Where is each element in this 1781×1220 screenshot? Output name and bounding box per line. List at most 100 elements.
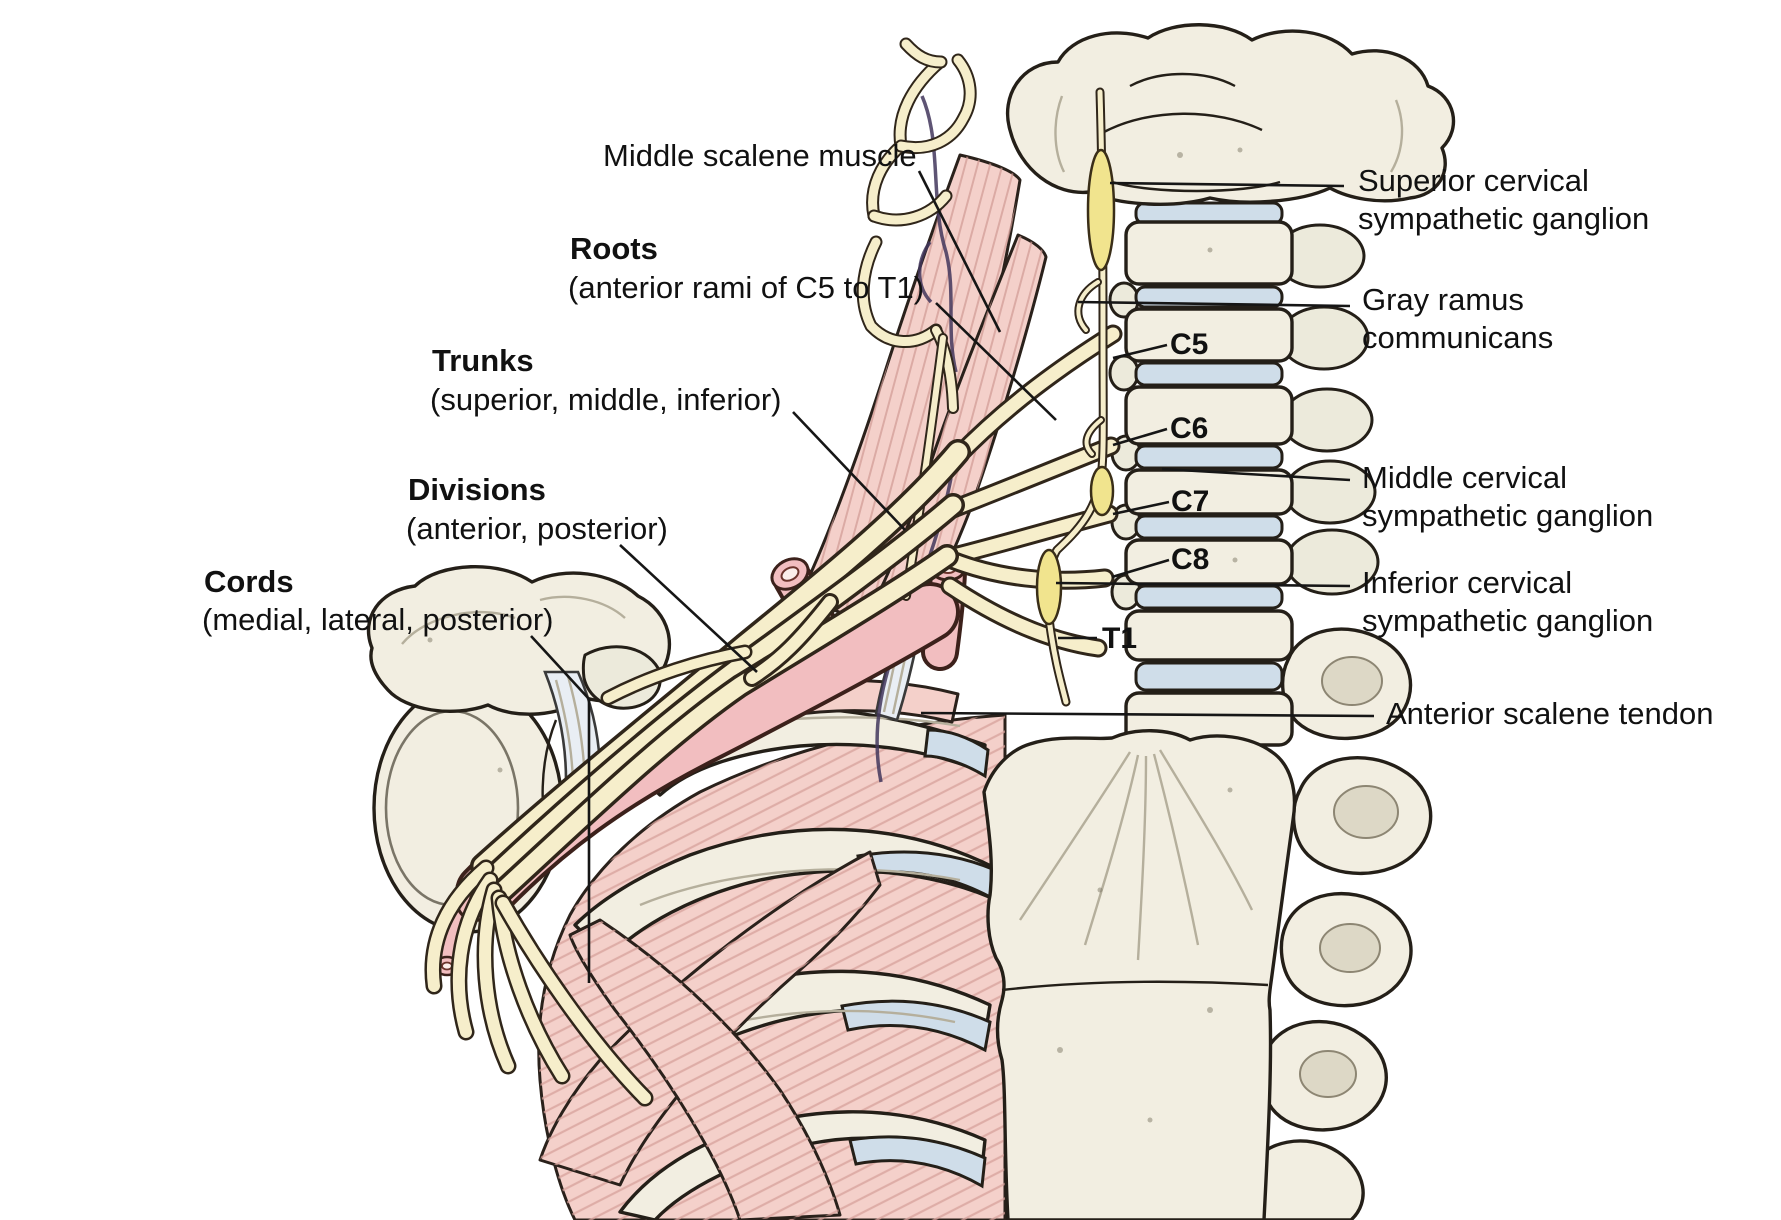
vertebra-body-c6 xyxy=(1124,385,1294,446)
intervertebral-disc xyxy=(1134,661,1284,692)
leader-gray-ramus xyxy=(1077,300,1351,308)
label-middle-ganglion-line2: sympathetic ganglion xyxy=(1362,498,1653,533)
bone-detail xyxy=(539,595,626,619)
label-divisions-title: Divisions xyxy=(408,472,546,507)
superior-cervical-ganglion xyxy=(1086,148,1116,272)
costal-cartilage-4 xyxy=(848,1135,987,1189)
bone-streak xyxy=(1083,754,1140,946)
label-superior-ganglion-line1: Superior cervical xyxy=(1358,163,1589,198)
bone-speckle xyxy=(427,637,433,643)
plexus-bundle-middle xyxy=(480,496,962,889)
label-inferior-ganglion-line2: sympathetic ganglion xyxy=(1362,603,1653,638)
intervertebral-disc xyxy=(1134,361,1284,387)
bone-detail xyxy=(1129,72,1236,88)
nerve-root-c5 xyxy=(949,327,1120,465)
label-vertebra-c7: C7 xyxy=(1171,485,1209,518)
bone-speckle xyxy=(1197,417,1203,423)
artery-lumen xyxy=(780,566,800,582)
rib-stub-cut-face xyxy=(1333,785,1399,839)
bone-speckle xyxy=(497,767,503,773)
vertebral-column xyxy=(1005,23,1456,747)
leader-middle-scalene xyxy=(917,170,1002,333)
bone-speckle xyxy=(1207,1007,1213,1013)
rib-stub-cut-face xyxy=(1321,656,1383,706)
label-gray-ramus-line1: Gray ramus xyxy=(1362,282,1524,317)
rib-detail xyxy=(639,868,961,907)
bone-detail xyxy=(1389,99,1404,173)
nerve-root-c8 xyxy=(945,553,1112,587)
intervertebral-disc xyxy=(1134,285,1284,309)
label-vertebra-c8: C8 xyxy=(1171,543,1209,576)
leader-superior-ganglion xyxy=(1109,181,1345,188)
atlas-axis-complex xyxy=(1005,23,1456,206)
bone-streak xyxy=(1152,753,1200,946)
phrenic-nerve xyxy=(903,335,946,599)
bone-detail xyxy=(1054,95,1066,173)
label-anterior-scalene-tendon: Anterior scalene tendon xyxy=(1386,696,1713,731)
label-middle-scalene-muscle: Middle scalene muscle xyxy=(603,138,917,173)
terminal-branch xyxy=(493,892,568,1082)
label-gray-ramus-line2: communicans xyxy=(1362,320,1553,355)
bone-speckle xyxy=(1177,152,1183,158)
rib-stub-cut-face xyxy=(1319,923,1381,973)
vertebra-body xyxy=(1124,220,1294,286)
leader-c6 xyxy=(1112,427,1168,447)
costal-cartilage-3 xyxy=(840,999,992,1053)
leader-inferior-ganglion xyxy=(1055,581,1351,588)
bone-speckle xyxy=(1147,1117,1153,1123)
cervical-plexus-loop xyxy=(896,55,975,152)
coracoid-process xyxy=(581,645,662,710)
terminal-branch xyxy=(452,874,496,1038)
rib-stub-cut-face xyxy=(1299,1050,1357,1098)
bone-streak xyxy=(1158,749,1254,911)
nerves xyxy=(424,37,1123,1107)
cervical-plexus-loop xyxy=(858,237,941,346)
bone-streak xyxy=(1019,751,1132,921)
terminal-branch xyxy=(497,897,651,1104)
label-superior-ganglion-line2: sympathetic ganglion xyxy=(1358,201,1649,236)
bone-detail xyxy=(401,611,516,645)
bone-speckle xyxy=(1232,557,1238,563)
vein xyxy=(917,240,933,304)
terminal-branch xyxy=(479,884,514,1072)
leader-trunks xyxy=(792,411,906,531)
leader-cords xyxy=(530,635,591,983)
bone-speckle xyxy=(1237,147,1243,153)
terminal-branch xyxy=(427,862,492,992)
vertebra-body-c5 xyxy=(1124,307,1294,363)
middle-scalene-fibers xyxy=(800,155,1020,628)
serratus-slip-fibers xyxy=(570,920,840,1220)
middle-cervical-ganglion xyxy=(1089,465,1115,517)
intervertebral-disc xyxy=(1134,584,1284,610)
label-cords-title: Cords xyxy=(204,564,294,599)
bone-streak xyxy=(1136,755,1148,961)
label-roots-subtitle: (anterior rami of C5 to T1) xyxy=(568,270,924,305)
artery-lumen xyxy=(441,961,453,971)
leader-lines xyxy=(530,170,1375,983)
label-middle-ganglion-line1: Middle cervical xyxy=(1362,460,1567,495)
sternum xyxy=(982,729,1297,1220)
suprascapular-nerve xyxy=(603,647,750,703)
manubriosternal-joint xyxy=(1001,980,1269,992)
leader-c5 xyxy=(1112,343,1168,360)
sternum-body xyxy=(982,729,1297,1220)
bone-detail xyxy=(1103,112,1263,134)
label-roots-title: Roots xyxy=(570,231,658,266)
nerve-root-t1 xyxy=(943,579,1105,655)
cervical-plexus-branch xyxy=(869,191,951,225)
nerve-root-c7 xyxy=(943,507,1116,564)
label-divisions-subtitle: (anterior, posterior) xyxy=(406,511,668,546)
intervertebral-disc xyxy=(1134,444,1284,470)
label-inferior-ganglion-line1: Inferior cervical xyxy=(1362,565,1572,600)
division-strand xyxy=(746,596,836,684)
leader-c7 xyxy=(1112,500,1170,516)
intervertebral-disc xyxy=(1134,514,1284,540)
transverse-process xyxy=(1280,387,1374,453)
bone-speckle xyxy=(1057,1047,1063,1053)
bone-speckle xyxy=(1097,887,1103,893)
cervical-plexus-stub xyxy=(901,39,946,67)
label-trunks-subtitle: (superior, middle, inferior) xyxy=(430,382,781,417)
leader-roots xyxy=(935,302,1057,421)
